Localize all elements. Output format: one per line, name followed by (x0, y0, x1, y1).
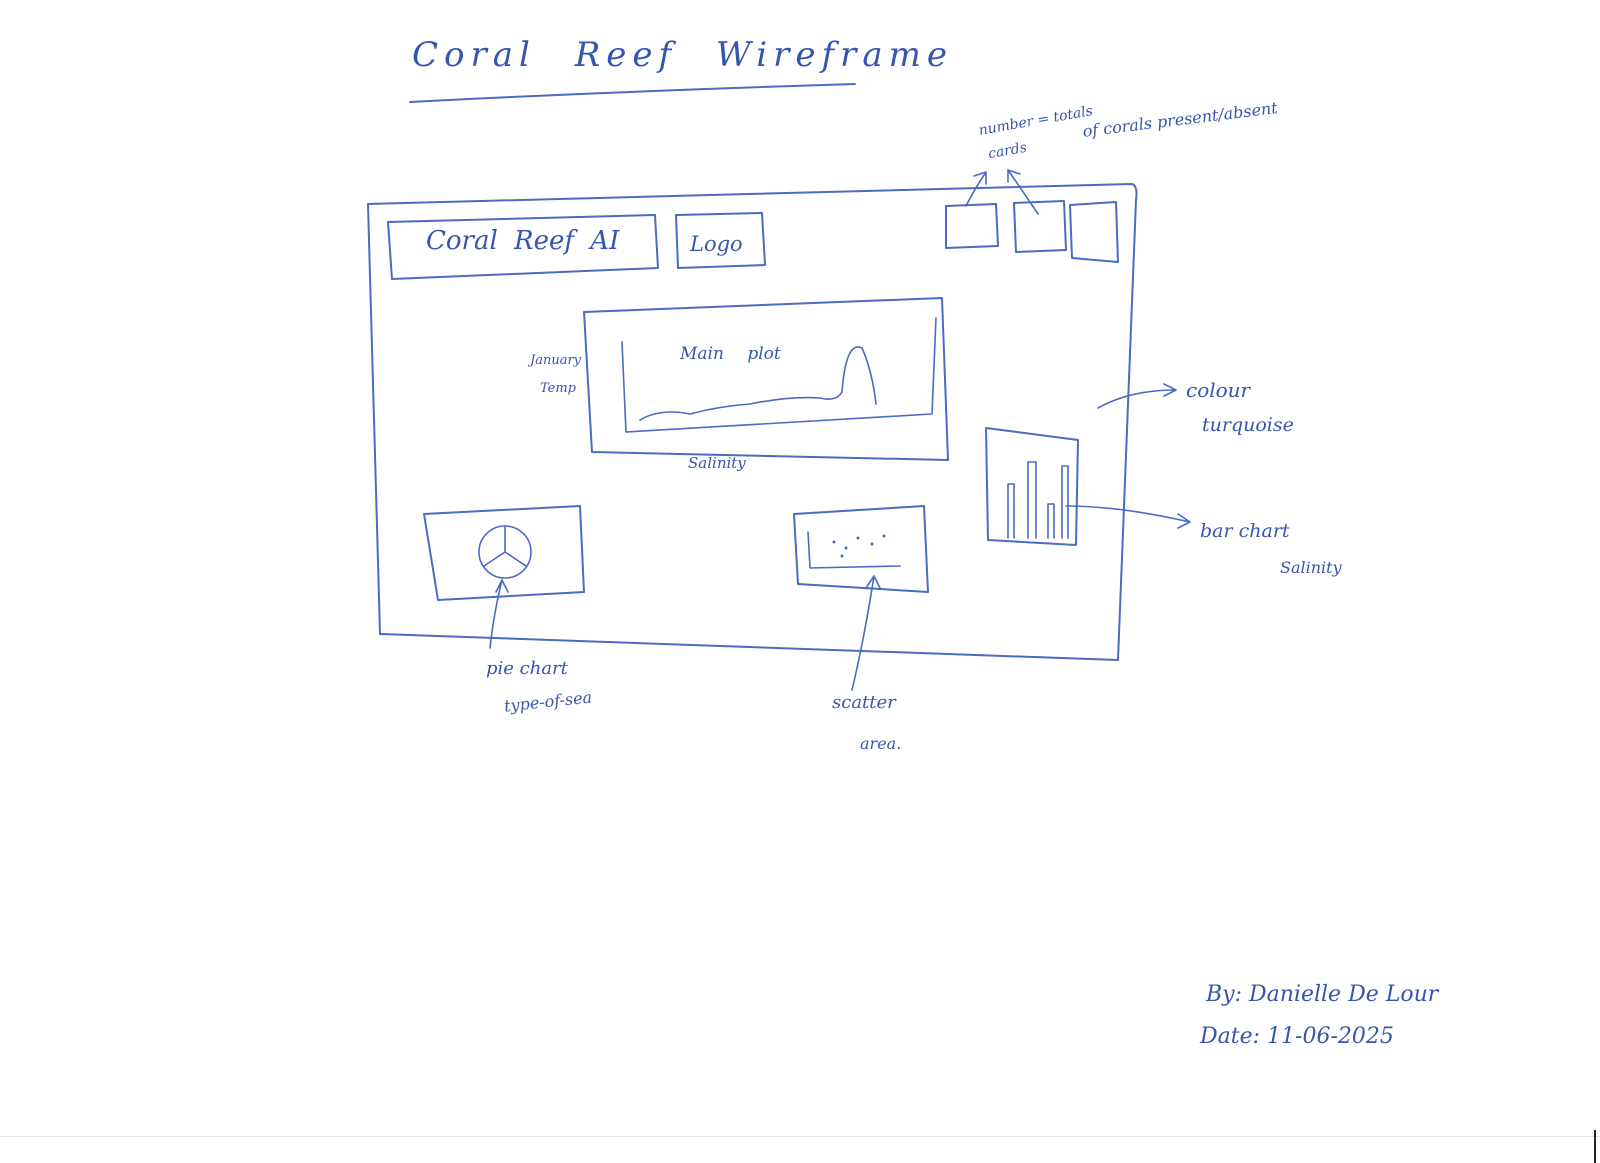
logo-label: Logo (690, 232, 743, 256)
main-plot-frame (583, 297, 949, 461)
pie-chart-slices (483, 525, 527, 567)
scatter-inner (807, 531, 901, 569)
bar-chart-note-1: bar chart (1200, 520, 1290, 542)
y-axis-label-2: Temp (540, 381, 577, 396)
scatter-arrow (851, 575, 881, 691)
x-axis-label: Salinity (688, 454, 746, 472)
bar-1 (1007, 483, 1015, 539)
scatter-box (793, 505, 929, 593)
y-axis-label-1: January (530, 353, 582, 368)
page-title: Coral Reef Wireframe (412, 35, 953, 75)
bar-chart-arrow (1065, 505, 1191, 529)
app-name-label: Coral Reef AI (426, 226, 620, 256)
scan-edge (0, 1136, 1600, 1137)
scan-edge-mark (1594, 1130, 1596, 1163)
main-plot-inner (621, 317, 937, 433)
title-underline (409, 83, 856, 103)
pie-chart-box (423, 505, 585, 601)
colour-arrow (1097, 383, 1177, 409)
colour-note-2: turquoise (1202, 414, 1294, 436)
scatter-note-2: area. (860, 734, 902, 753)
app-name-box (387, 214, 659, 280)
bar-4 (1061, 465, 1069, 539)
scatter-points (832, 534, 886, 558)
bar-2 (1027, 461, 1037, 539)
main-plot-title: Main plot (680, 344, 781, 364)
scatter-note-1: scatter (832, 692, 896, 713)
cards-arrow-1 (965, 171, 987, 207)
bar-chart-bars (1007, 461, 1069, 539)
pie-chart-arrow (489, 579, 509, 649)
summary-card-2 (1013, 200, 1067, 253)
cards-arrow-2 (1007, 169, 1039, 215)
author-line: By: Danielle De Lour (1206, 982, 1439, 1007)
summary-card-1 (945, 203, 999, 249)
summary-card-3 (1069, 201, 1119, 263)
dashboard-frame (367, 183, 1138, 661)
bar-chart-box (985, 427, 1079, 546)
colour-note-1: colour (1186, 378, 1251, 402)
bar-3 (1047, 503, 1055, 539)
bar-chart-note-2: Salinity (1280, 558, 1342, 577)
logo-box (675, 212, 766, 269)
main-plot-series (639, 346, 877, 421)
date-line: Date: 11-06-2025 (1200, 1024, 1394, 1049)
pie-chart-note-1: pie chart (486, 658, 568, 679)
